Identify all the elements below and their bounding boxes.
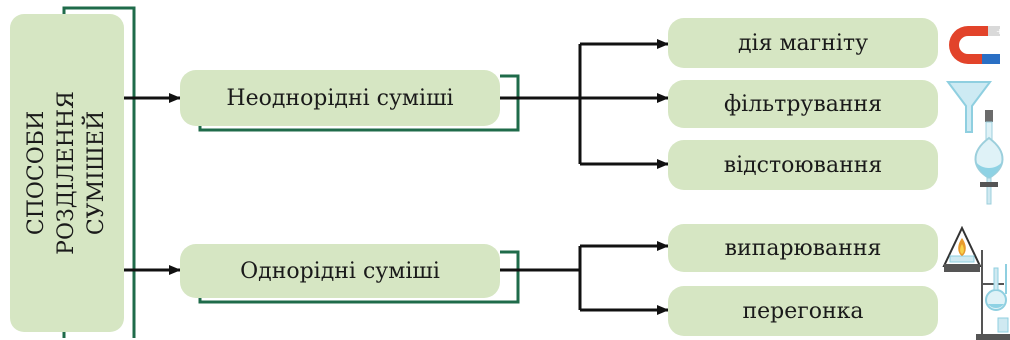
group-homogeneous-label: Однорідні суміші (240, 258, 440, 284)
funnel-icon (946, 81, 992, 133)
root-line-3: СУМІШЕЙ (84, 110, 109, 236)
method-distillation-label: перегонка (742, 298, 864, 324)
group-homogeneous: Однорідні суміші (180, 244, 500, 298)
magnet-icon: + (949, 26, 1003, 64)
distillation-apparatus-icon (976, 250, 1010, 340)
group-2-bracket (198, 250, 520, 304)
root-node: СПОСОБИ РОЗДІЛЕННЯ СУМІШЕЙ (10, 14, 124, 332)
separatory-funnel-icon (974, 110, 1004, 205)
method-settling: відстоювання (668, 140, 938, 190)
svg-text:+: + (996, 27, 1003, 36)
root-line-1: СПОСОБИ (24, 110, 49, 236)
group-heterogeneous: Неоднорідні суміші (180, 70, 500, 126)
group-heterogeneous-label: Неоднорідні суміші (226, 85, 454, 111)
group-1-bracket (198, 74, 520, 132)
method-evaporation-label: випарювання (724, 235, 882, 261)
root-label: СПОСОБИ РОЗДІЛЕННЯ СУМІШЕЙ (22, 91, 112, 255)
evaporation-burner-icon (942, 226, 982, 272)
method-settling-label: відстоювання (723, 152, 883, 178)
root-line-2: РОЗДІЛЕННЯ (54, 91, 79, 255)
method-filtration: фільтрування (668, 80, 938, 128)
method-magnet: дія магніту (668, 18, 938, 68)
method-filtration-label: фільтрування (723, 91, 883, 117)
method-distillation: перегонка (668, 286, 938, 336)
method-evaporation: випарювання (668, 224, 938, 272)
method-magnet-label: дія магніту (737, 30, 869, 56)
root-bracket (62, 6, 136, 338)
